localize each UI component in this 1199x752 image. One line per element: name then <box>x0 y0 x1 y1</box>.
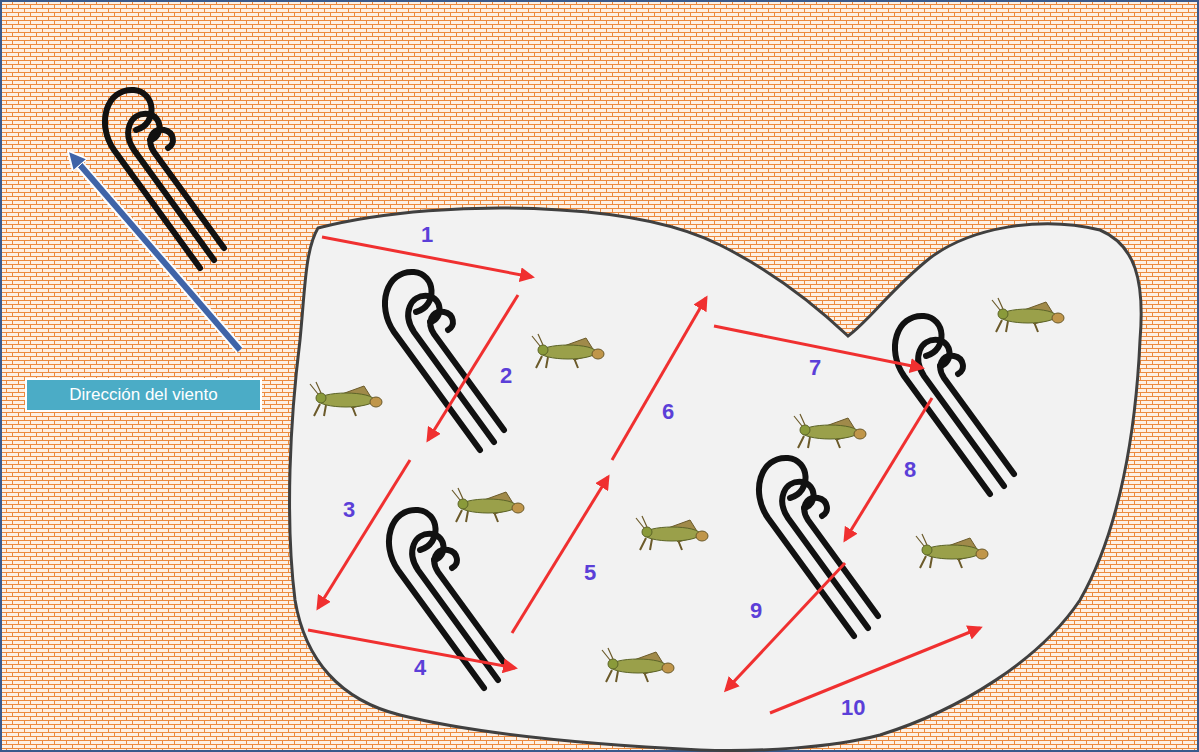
grasshopper <box>794 414 866 448</box>
wind-label-box: Dirección del viento <box>25 378 262 412</box>
grasshopper <box>532 334 604 368</box>
callout-number: 6 <box>659 400 677 424</box>
wind-symbol <box>389 510 508 688</box>
wind-symbol <box>759 458 878 636</box>
grasshopper <box>310 382 382 416</box>
grasshopper <box>992 298 1064 332</box>
callout-number: 2 <box>497 364 515 388</box>
wind-symbol <box>895 316 1014 494</box>
wind-arrow-halo <box>72 156 240 350</box>
wind-arrow <box>74 158 240 350</box>
grasshopper <box>602 648 674 682</box>
callout-number: 9 <box>747 599 765 623</box>
callout-number: 7 <box>806 356 824 380</box>
callout-number: 3 <box>340 498 358 522</box>
wind-symbol <box>385 272 504 450</box>
callout-number: 1 <box>418 223 436 247</box>
wind-symbol <box>105 90 224 268</box>
grasshopper <box>636 516 708 550</box>
grasshopper <box>452 488 524 522</box>
callout-number: 5 <box>581 561 599 585</box>
spray-path <box>308 237 980 713</box>
callout-number: 8 <box>901 458 919 482</box>
grasshopper <box>916 534 988 568</box>
callout-number: 4 <box>411 656 429 680</box>
callout-number: 10 <box>838 696 868 720</box>
field-outline <box>290 208 1142 750</box>
node-text: Dirección del viento <box>69 385 217 405</box>
